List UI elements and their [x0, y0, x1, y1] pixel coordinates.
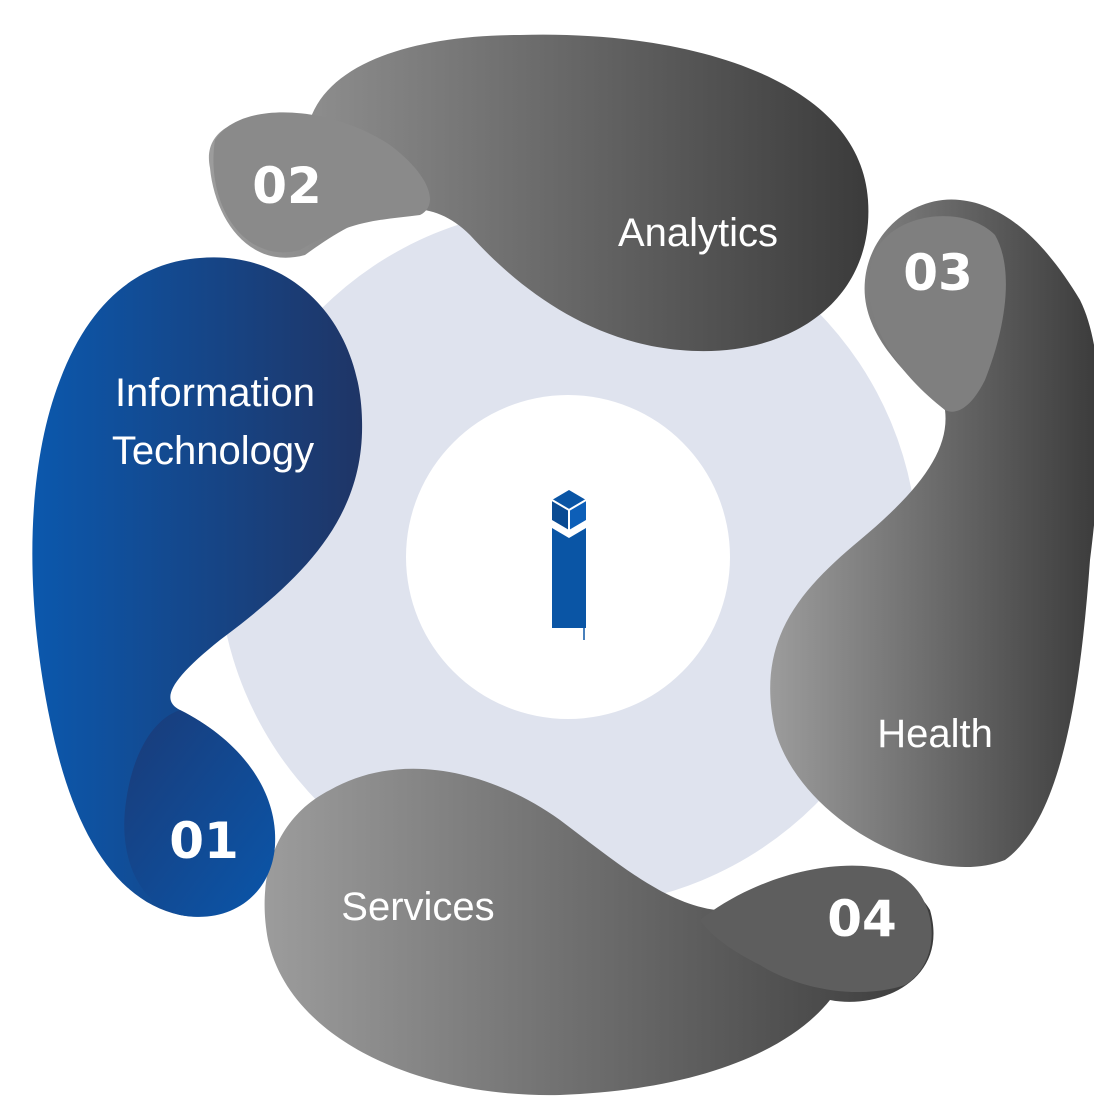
segment-01-label-line1: Information	[115, 371, 315, 415]
segment-04-label: Services	[341, 885, 494, 929]
segment-03-shape	[770, 199, 1094, 868]
segment-01-tail	[124, 710, 276, 917]
segment-04-tail	[700, 865, 932, 993]
segment-03-number: 03	[903, 244, 973, 302]
segment-01-label-line2: Technology	[112, 429, 314, 473]
segment-03-health: 03 Health	[770, 199, 1094, 868]
segment-04-services: 04 Services	[264, 768, 934, 1096]
segment-02-tail	[213, 112, 430, 253]
segment-02-shape	[208, 34, 869, 352]
segment-02-number: 02	[252, 157, 322, 215]
segment-01-shape	[32, 257, 363, 917]
segment-04-number: 04	[827, 890, 897, 948]
segment-01-number: 01	[169, 812, 239, 870]
segment-03-label: Health	[877, 712, 993, 756]
segment-02-label: Analytics	[618, 211, 778, 255]
segment-02-analytics: 02 Analytics	[208, 34, 869, 352]
info-cube-icon	[551, 490, 587, 640]
segment-04-shape	[264, 768, 934, 1096]
segment-01-information-technology: Information Technology 01	[32, 257, 363, 917]
segment-03-tail	[868, 216, 1006, 412]
